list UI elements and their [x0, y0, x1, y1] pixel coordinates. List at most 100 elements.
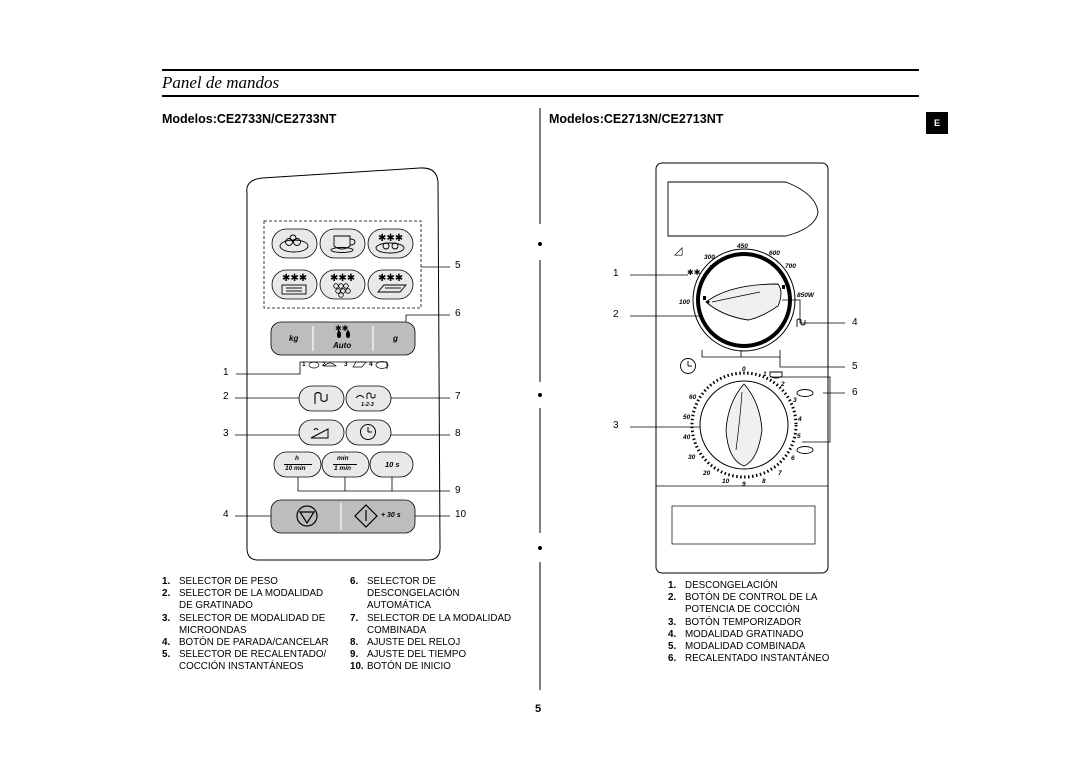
title-rule [162, 95, 919, 97]
right-callout-1: 1 [613, 268, 619, 279]
hour-bottom-label: 10 min [285, 465, 306, 472]
legend-item: 1.SELECTOR DE PESO [162, 576, 278, 587]
timer-0: 0 [742, 366, 746, 373]
legend-item: 9.AJUSTE DEL TIEMPO [350, 649, 467, 661]
frozen-vegetables-icon: ✱✱✱ [330, 273, 355, 298]
frozen-tray-icon: ✱✱✱ [377, 273, 407, 293]
legend-item: 1.DESCONGELACIÓN [668, 580, 778, 591]
timer-1: 1 [763, 371, 767, 378]
legend-item: 3.BOTÓN TEMPORIZADOR [668, 616, 802, 628]
power-knob [692, 248, 796, 352]
right-legend: 1.DESCONGELACIÓN 2.BOTÓN DE CONTROL DE L… [668, 580, 868, 665]
svg-text:✱✱✱: ✱✱✱ [330, 273, 355, 284]
legend-item: 8.AJUSTE DEL RELOJ [350, 637, 461, 649]
left-panel-outline [246, 167, 441, 561]
legend-item: 6.SELECTOR DE DESCONGELACIÓN AUTOMÁTICA [350, 576, 460, 612]
power-100: 100 [679, 299, 690, 306]
legend-item: 7.SELECTOR DE LA MODALIDAD COMBINADA [350, 612, 512, 636]
language-tab: E [926, 112, 948, 134]
svg-text:✱✱✱: ✱✱✱ [378, 273, 403, 284]
power-450: 450 [737, 243, 748, 250]
defrost-drops-icon: ✱✱ [335, 324, 350, 338]
callout-1: 1 [223, 367, 229, 378]
power-700: 700 [785, 263, 796, 270]
timer-7: 7 [778, 470, 782, 477]
right-callout-4: 4 [852, 317, 858, 328]
svg-text:✱✱: ✱✱ [335, 324, 349, 333]
start-icon [354, 504, 378, 528]
cup-icon [330, 235, 356, 253]
start-plus30-label: + 30 s [381, 512, 401, 519]
snowflake-dish-icon: ✱✱✱ [375, 233, 405, 254]
timer-5: 5 [797, 433, 801, 440]
timer-10: 10 [722, 478, 730, 485]
timer-40: 40 [683, 434, 691, 441]
auto-sub-4: 4 [369, 361, 373, 368]
minute-bottom-label: 1 min [334, 465, 351, 472]
legend-item: 4.BOTÓN DE PARADA/CANCELAR [162, 637, 329, 649]
callout-6: 6 [455, 308, 461, 319]
svg-text:✱✱✱: ✱✱✱ [378, 233, 403, 244]
ten-seconds-label: 10 s [385, 460, 400, 469]
timer-9: 9 [742, 481, 746, 488]
grill-icon [314, 391, 328, 404]
legend-item: 5.SELECTOR DE RECALENTADO/ COCCIÓN INSTA… [162, 649, 327, 673]
timer-knob [690, 371, 798, 479]
stop-icon [296, 505, 318, 527]
timer-8: 8 [762, 478, 766, 485]
callout-7: 7 [455, 391, 461, 402]
callout-8: 8 [455, 428, 461, 439]
minute-top-label: min [337, 455, 349, 462]
left-legend-col2: 6.SELECTOR DE DESCONGELACIÓN AUTOMÁTICA … [350, 576, 535, 674]
timer-50: 50 [683, 414, 691, 421]
timer-20: 20 [703, 470, 711, 477]
power-850w: 850W [797, 292, 814, 299]
auto-sub-3: 3 [344, 361, 348, 368]
power-600: 600 [769, 250, 780, 257]
legend-item: 10.BOTÓN DE INICIO [350, 661, 451, 673]
right-model-heading: Modelos:CE2713N/CE2713NT [549, 112, 724, 126]
timer-2: 2 [781, 381, 785, 388]
page-number: 5 [535, 703, 542, 715]
right-callout-6: 6 [852, 387, 858, 398]
left-legend-col1: 1.SELECTOR DE PESO 2.SELECTOR DE LA MODA… [162, 576, 347, 674]
frozen-grill-icon: ✱✱✱ [281, 273, 307, 295]
auto-label: Auto [333, 341, 352, 350]
timer-3: 3 [793, 397, 797, 404]
right-callout-2: 2 [613, 309, 619, 320]
legend-item: 2.BOTÓN DE CONTROL DE LA POTENCIA DE COC… [668, 592, 818, 616]
svg-text:✱✱: ✱✱ [687, 268, 701, 277]
legend-item: 5.MODALIDAD COMBINADA [668, 641, 806, 653]
callout-9: 9 [455, 485, 461, 496]
top-rule [162, 69, 919, 71]
combo-sub-label: 1-2-3 [361, 402, 374, 408]
callout-4: 4 [223, 509, 229, 520]
combi-icon [355, 392, 376, 399]
right-callout-3: 3 [613, 420, 619, 431]
power-300: 300 [704, 254, 715, 261]
left-model-heading: Modelos:CE2733N/CE2733NT [162, 112, 337, 126]
legend-item: 6.RECALENTADO INSTANTÁNEO [668, 653, 830, 665]
timer-6: 6 [791, 455, 795, 462]
callout-3: 3 [223, 428, 229, 439]
timer-30: 30 [688, 454, 696, 461]
hour-top-label: h [295, 455, 299, 462]
legend-item: 3.SELECTOR DE MODALIDAD DE MICROONDAS [162, 612, 326, 636]
svg-text:◿: ◿ [674, 244, 683, 257]
callout-10: 10 [455, 509, 467, 520]
legend-item: 2.SELECTOR DE LA MODALIDAD DE GRATINADO [162, 588, 324, 612]
svg-text:✱✱✱: ✱✱✱ [282, 273, 307, 284]
microwave-power-icon [310, 428, 329, 439]
weight-kg-label: kg [289, 334, 299, 343]
clock-icon [360, 424, 376, 440]
legend-item: 4.MODALIDAD GRATINADO [668, 628, 804, 640]
auto-sub-2: 2 [322, 361, 326, 368]
callout-2: 2 [223, 391, 229, 402]
right-panel-outline [655, 162, 829, 574]
timer-60: 60 [689, 394, 697, 401]
right-callout-5: 5 [852, 361, 858, 372]
page-title: Panel de mandos [162, 73, 280, 92]
auto-sub-1: 1 [302, 361, 306, 368]
weight-g-label: g [393, 334, 398, 343]
